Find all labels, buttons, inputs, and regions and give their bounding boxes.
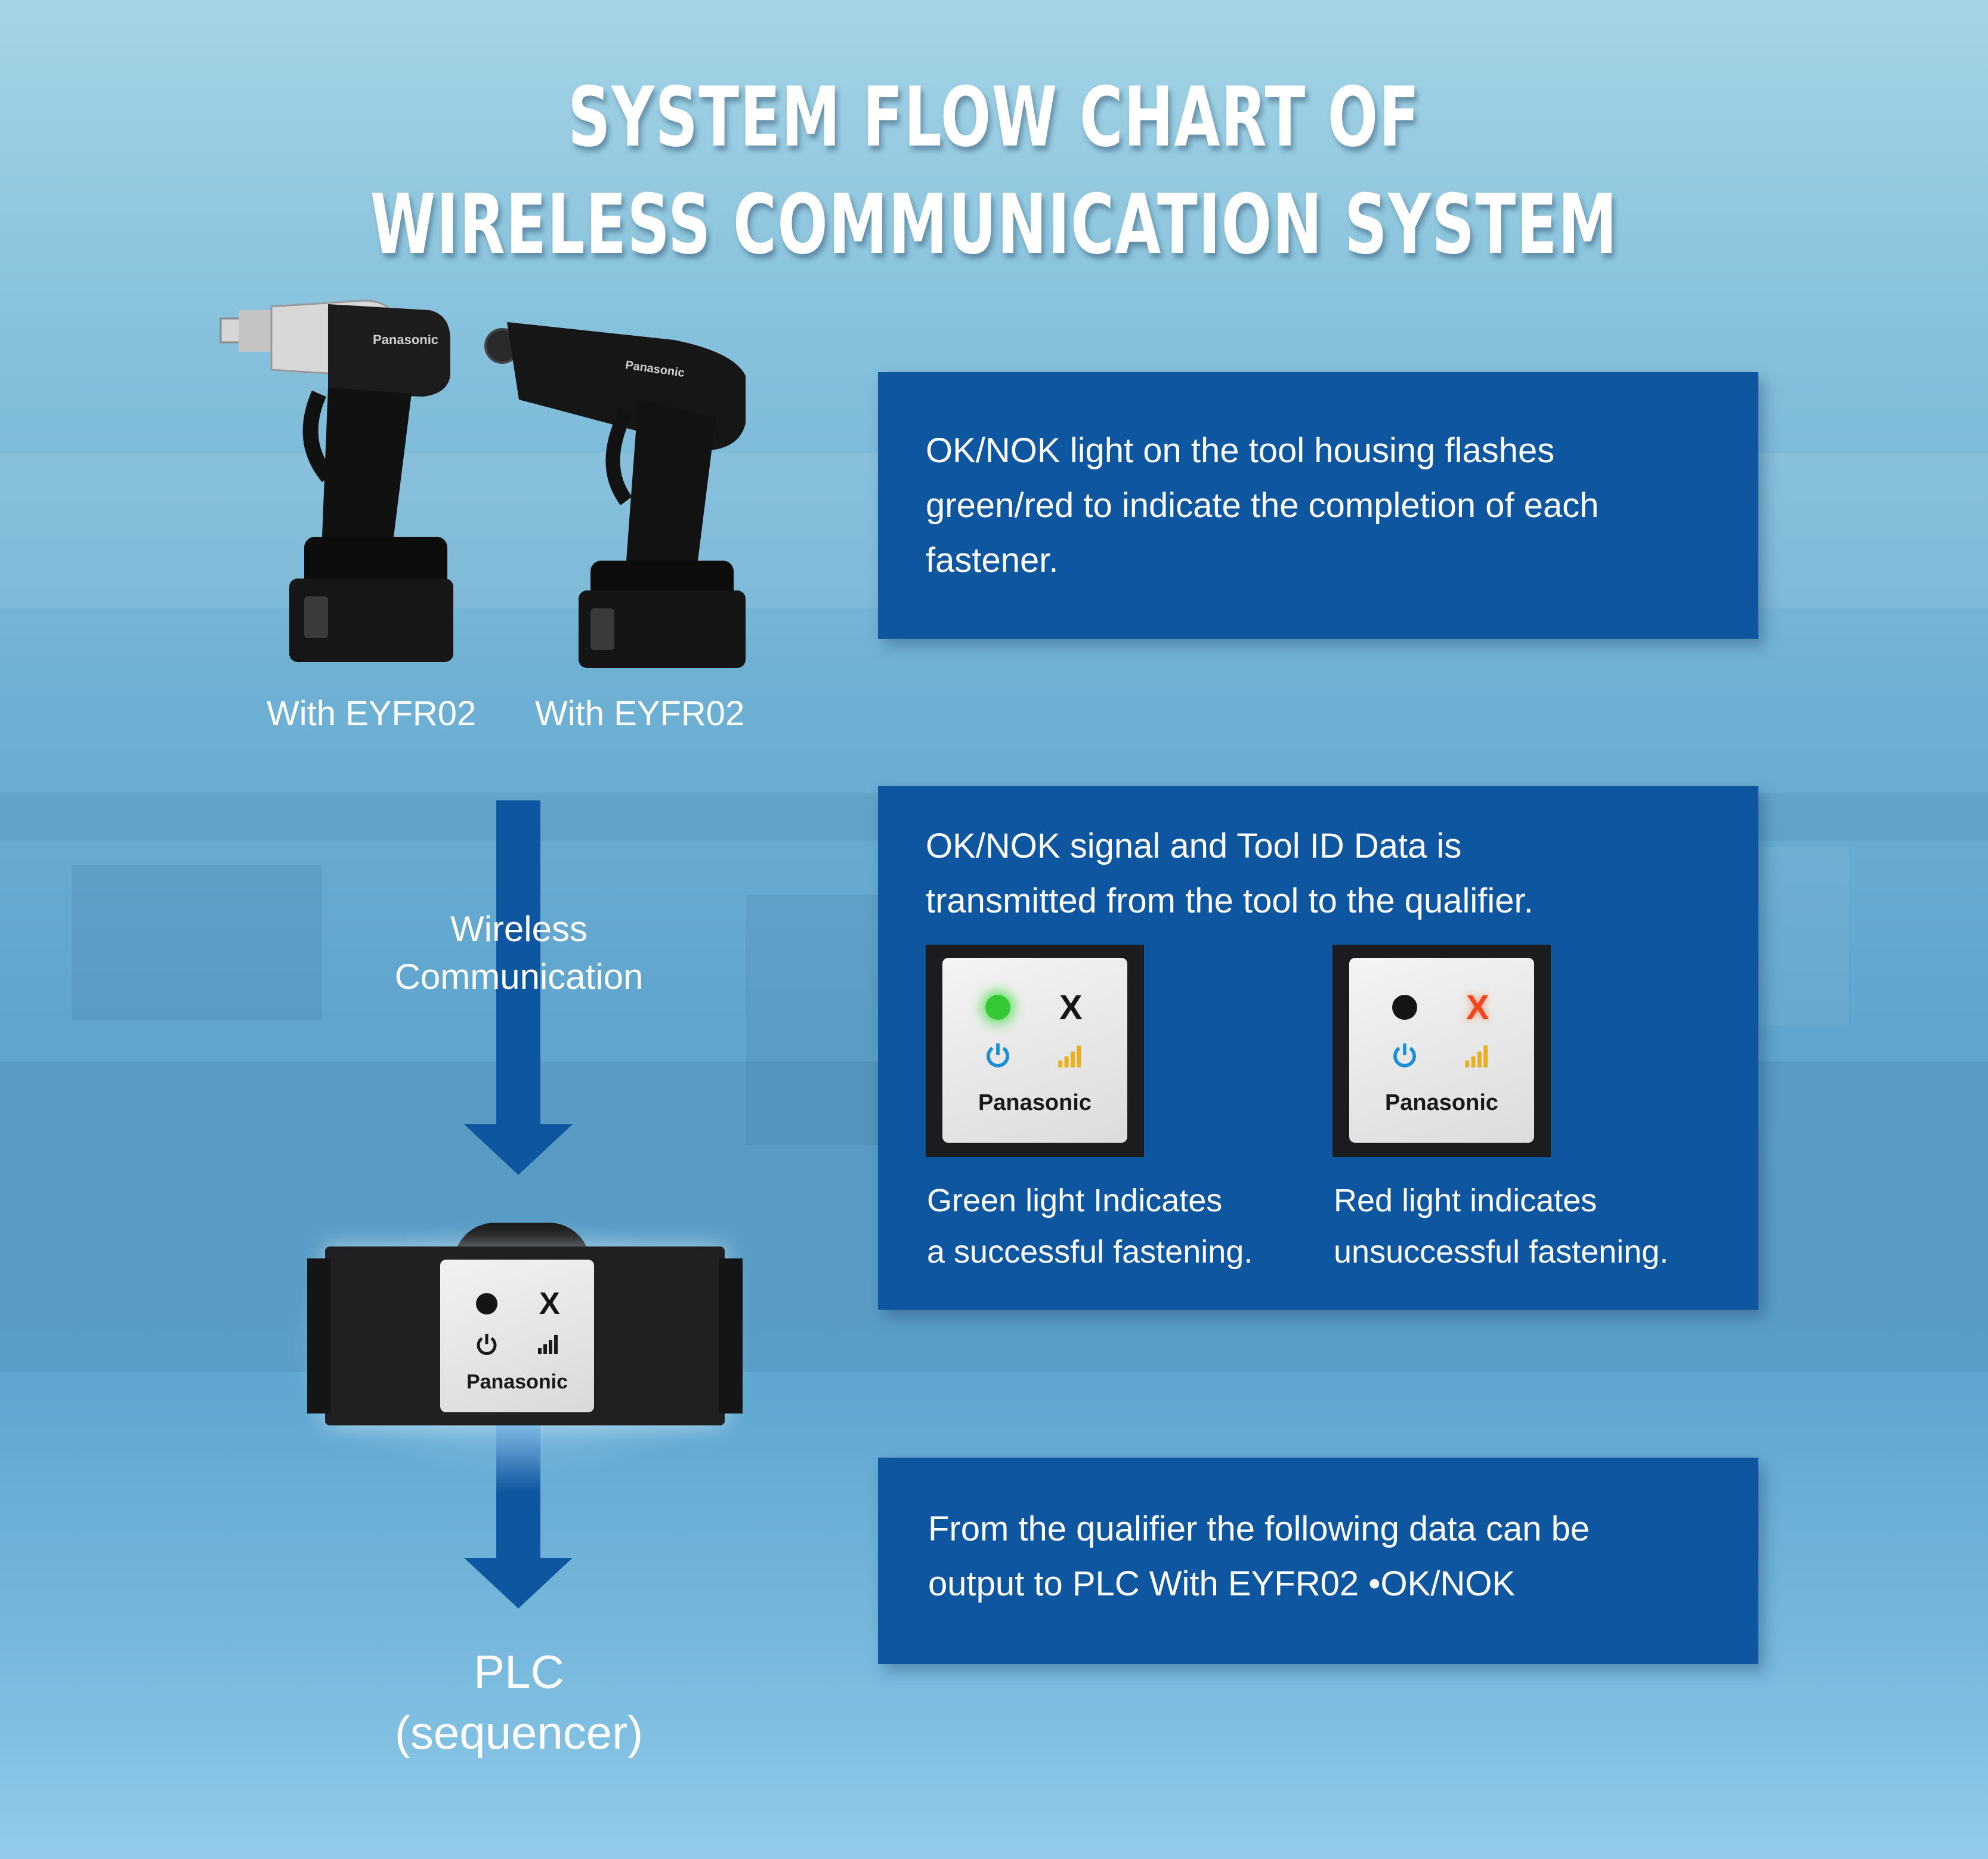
- left-tool-label: With EYFR02: [267, 694, 477, 733]
- signal-strength-icon: [1058, 1045, 1081, 1068]
- info-box-plc-output: From the qualifier the following data ca…: [878, 1458, 1758, 1664]
- box3-text-line1: From the qualifier the following data ca…: [928, 1510, 1590, 1548]
- flow-arrow-shaft-wireless: [496, 800, 540, 1127]
- ok-indicator-light-off: [476, 1293, 497, 1314]
- red-x-icon: X: [1466, 988, 1489, 1027]
- diagram-title-line2: WIRELESS COMMUNICATION SYSTEM: [370, 177, 1618, 273]
- red-nok-indicator-panel: X Panasonic: [1332, 945, 1551, 1157]
- qualifier-face-panel: X Panasonic: [440, 1260, 594, 1412]
- box2-text-line2: transmitted from the tool to the qualifi…: [926, 881, 1533, 920]
- box1-text-line3: fastener.: [926, 541, 1059, 580]
- green-caption-line1: Green light Indicates: [927, 1183, 1223, 1218]
- qualifier-brand-logo: Panasonic: [466, 1371, 568, 1393]
- red-panel-face: X Panasonic: [1349, 958, 1534, 1143]
- qualifier-device: X Panasonic: [307, 1246, 743, 1425]
- power-icon: [477, 1334, 497, 1355]
- green-panel-face: X Panasonic: [942, 958, 1127, 1143]
- qualifier-mount-bracket-right: [719, 1258, 743, 1413]
- wireless-label-line2: Communication: [394, 957, 644, 997]
- nok-x-icon: X: [539, 1286, 560, 1321]
- cordless-screwdriver-image: [484, 322, 746, 668]
- signal-strength-icon: [1465, 1045, 1488, 1068]
- ok-light-off-icon: [1392, 995, 1417, 1020]
- plc-label-line1: PLC: [474, 1645, 564, 1698]
- nok-x-icon: X: [1059, 988, 1083, 1027]
- qualifier-mount-bracket-left: [307, 1258, 331, 1413]
- flow-arrow-head-wireless: [464, 1124, 573, 1175]
- tool-brand-logo: Panasonic: [373, 332, 439, 347]
- power-icon: [1393, 1043, 1416, 1068]
- red-caption-line1: Red light indicates: [1334, 1183, 1597, 1218]
- background-factory-structure: [72, 865, 322, 1020]
- background-factory-structure: [746, 895, 901, 1145]
- box2-text-line1: OK/NOK signal and Tool ID Data is: [926, 827, 1462, 865]
- red-panel-brand-logo: Panasonic: [1384, 1090, 1499, 1115]
- plc-sequencer-label: PLC (sequencer): [334, 1641, 704, 1763]
- power-icon: [987, 1043, 1009, 1068]
- green-panel-brand-logo: Panasonic: [978, 1090, 1092, 1115]
- plc-label-line2: (sequencer): [394, 1706, 644, 1759]
- signal-strength-icon: [538, 1335, 558, 1354]
- wireless-communication-label: Wireless Communication: [334, 905, 704, 1001]
- info-box-signal-transmission: OK/NOK signal and Tool ID Data is transm…: [878, 786, 1758, 1310]
- wireless-label-line1: Wireless: [450, 909, 588, 949]
- box1-text-line1: OK/NOK light on the tool housing flashes: [926, 431, 1555, 470]
- right-tool-label: With EYFR02: [535, 694, 745, 733]
- green-light-icon: [985, 995, 1010, 1020]
- info-box-tool-light: OK/NOK light on the tool housing flashes…: [878, 372, 1758, 639]
- flow-arrow-shaft-plc: [496, 1425, 540, 1575]
- box3-text-line2: output to PLC With EYFR02 •OK/NOK: [928, 1564, 1516, 1603]
- diagram-title-line1: SYSTEM FLOW CHART OF: [567, 69, 1421, 165]
- green-caption-line2: a successful fastening.: [927, 1234, 1253, 1270]
- flow-arrow-head-plc: [464, 1558, 573, 1609]
- green-ok-indicator-panel: X Panasonic: [926, 945, 1144, 1157]
- box1-text-line2: green/red to indicate the completion of …: [926, 486, 1599, 525]
- cordless-impact-wrench-image: [219, 299, 453, 662]
- red-caption-line2: unsuccessful fastening.: [1334, 1234, 1669, 1270]
